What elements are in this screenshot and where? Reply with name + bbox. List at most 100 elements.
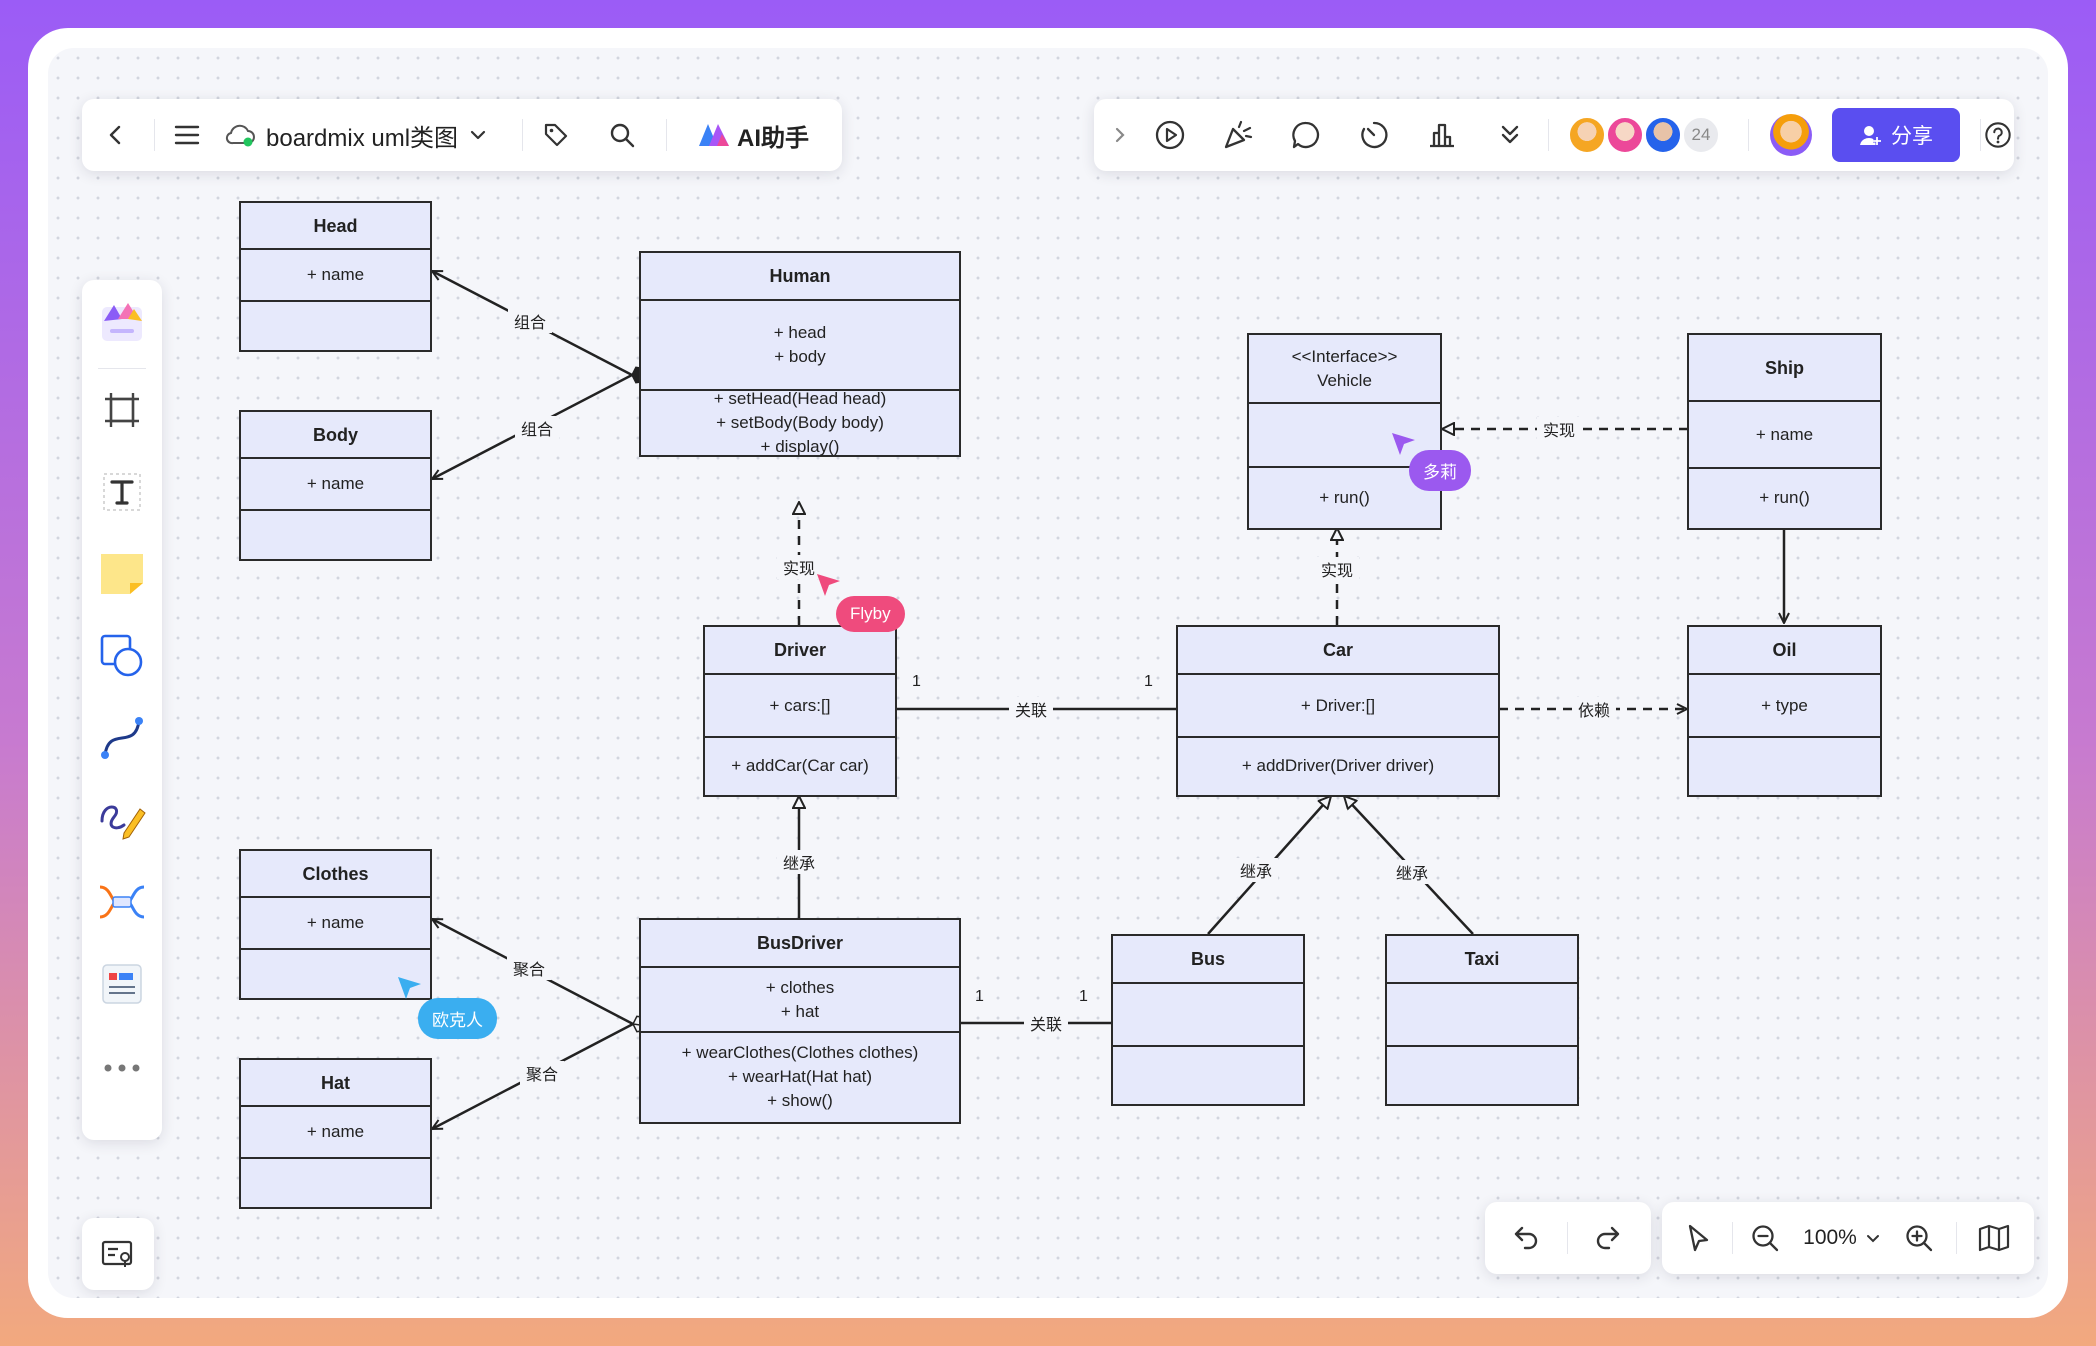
zoom-out-icon — [1752, 1225, 1779, 1252]
connector-icon — [101, 717, 143, 759]
help-button[interactable] — [1984, 113, 2012, 157]
class-name: Vehicle — [1317, 370, 1372, 390]
select-tool-button[interactable] — [1674, 1216, 1722, 1260]
zoom-level: 100% — [1803, 1226, 1857, 1249]
layers-panel-button[interactable] — [82, 1218, 154, 1290]
label-driver-human: 实现 — [776, 555, 822, 579]
undo-redo-toolbar — [1485, 1202, 1651, 1274]
class-methods-empty — [241, 509, 430, 558]
class-methods-empty — [1113, 1045, 1303, 1103]
class-name: Body — [313, 424, 358, 445]
more-tools-side-button[interactable] — [82, 1048, 162, 1088]
class-human[interactable]: Human + head + body + setHead(Head head)… — [639, 251, 961, 457]
cursor-tag-flyby: Flyby — [836, 596, 905, 632]
whiteboard-canvas[interactable]: 组合 组合 实现 实现 实现 关联 依赖 继承 继承 继承 聚合 聚合 关联 1… — [48, 48, 2048, 1298]
class-attribute: + type — [1761, 695, 1808, 715]
pen-icon — [100, 805, 146, 840]
celebrate-button[interactable] — [1216, 113, 1260, 157]
comment-button[interactable] — [1284, 113, 1328, 157]
class-method: + run() — [1759, 488, 1810, 507]
class-ship[interactable]: Ship + name + run() — [1687, 333, 1882, 530]
chevron-right-icon — [1115, 127, 1125, 143]
class-name: Car — [1322, 640, 1353, 660]
ai-logo-icon — [699, 124, 729, 146]
class-methods-empty — [1689, 736, 1880, 794]
vote-button[interactable] — [1420, 113, 1464, 157]
class-hat[interactable]: Hat + name — [239, 1058, 432, 1209]
class-methods-empty — [241, 1157, 430, 1206]
class-vehicle[interactable]: <<Interface>> Vehicle + run() — [1247, 333, 1442, 530]
templates-button[interactable] — [82, 288, 162, 356]
sticky-note-button[interactable] — [82, 544, 162, 604]
class-head[interactable]: Head + name — [239, 201, 432, 352]
class-attribute: + name — [306, 913, 365, 932]
class-attribute: + name — [306, 474, 365, 493]
class-method: + setBody(Body body) — [716, 412, 884, 432]
zoom-toolbar: 100% — [1662, 1202, 2034, 1274]
frame-tool-button[interactable] — [82, 380, 162, 440]
play-icon — [1155, 120, 1185, 150]
text-tool-button[interactable] — [82, 462, 162, 522]
class-name: Bus — [1190, 949, 1225, 969]
top-right-toolbar: 24 分享 — [1094, 99, 2014, 171]
zoom-level-dropdown[interactable]: 100% — [1792, 1216, 1892, 1260]
timer-icon — [1361, 121, 1388, 149]
multiplicity-busdriver: 1 — [975, 988, 984, 1005]
share-button[interactable]: 分享 — [1832, 108, 1960, 162]
label-car-vehicle: 实现 — [1314, 557, 1360, 581]
class-method: + wearHat(Hat hat) — [727, 1067, 873, 1086]
sticky-note-icon — [101, 554, 143, 594]
class-method: + show() — [767, 1091, 833, 1110]
class-name: Clothes — [302, 863, 369, 884]
timer-button[interactable] — [1352, 113, 1396, 157]
redo-button[interactable] — [1583, 1216, 1633, 1260]
minimap-button[interactable] — [1970, 1216, 2018, 1260]
text-icon — [103, 473, 141, 511]
class-name: Driver — [773, 640, 827, 660]
class-attribute: + clothes — [765, 977, 835, 997]
zoom-out-button[interactable] — [1742, 1216, 1788, 1260]
search-button[interactable] — [600, 115, 644, 155]
class-busdriver[interactable]: BusDriver + clothes + hat + wearClothes(… — [639, 918, 961, 1124]
ai-assistant-button[interactable]: AI助手 — [678, 113, 828, 157]
class-name: BusDriver — [756, 933, 844, 953]
class-name: Human — [769, 266, 831, 286]
multiplicity-bus: 1 — [1079, 988, 1088, 1005]
tag-button[interactable] — [534, 115, 578, 155]
more-tools-button[interactable] — [1488, 113, 1532, 157]
chevron-down-icon — [1866, 1235, 1879, 1243]
label-body-human: 组合 — [514, 416, 560, 440]
back-button[interactable] — [96, 115, 136, 155]
present-button[interactable] — [1148, 113, 1192, 157]
cursor-arrow-icon — [398, 977, 421, 999]
mind-map-button[interactable] — [82, 872, 162, 932]
document-title-button[interactable]: boardmix uml类图 — [224, 113, 504, 157]
expand-toolbar-button[interactable] — [1102, 117, 1138, 153]
collaborator-avatars[interactable]: 24 — [1568, 116, 1728, 156]
user-avatar[interactable] — [1770, 114, 1812, 156]
class-driver[interactable]: Driver + cars:[] + addCar(Car car) — [703, 625, 897, 797]
class-oil[interactable]: Oil + type — [1687, 625, 1882, 797]
class-car[interactable]: Car + Driver:[] + addDriver(Driver drive… — [1176, 625, 1500, 797]
class-attributes-empty — [1113, 982, 1303, 1045]
pen-tool-button[interactable] — [82, 790, 162, 850]
zoom-in-button[interactable] — [1896, 1216, 1942, 1260]
document-tool-button[interactable] — [82, 954, 162, 1014]
templates-icon — [102, 303, 142, 341]
main-menu-button[interactable] — [164, 115, 210, 155]
class-clothes[interactable]: Clothes + name — [239, 849, 432, 1000]
shape-tool-button[interactable] — [82, 626, 162, 686]
add-user-icon — [1860, 126, 1881, 145]
comment-icon — [1292, 121, 1320, 149]
collaborator-count: 24 — [1691, 125, 1711, 144]
frame-icon — [105, 393, 139, 427]
cursor-tag-ouke: 欧克人 — [418, 998, 497, 1039]
undo-button[interactable] — [1501, 1216, 1551, 1260]
class-taxi[interactable]: Taxi — [1385, 934, 1579, 1106]
class-method: + run() — [1319, 487, 1370, 507]
class-attribute: + name — [306, 1122, 365, 1141]
connector-tool-button[interactable] — [82, 708, 162, 768]
class-body[interactable]: Body + name — [239, 410, 432, 561]
tag-icon — [544, 123, 568, 147]
class-bus[interactable]: Bus — [1111, 934, 1305, 1106]
